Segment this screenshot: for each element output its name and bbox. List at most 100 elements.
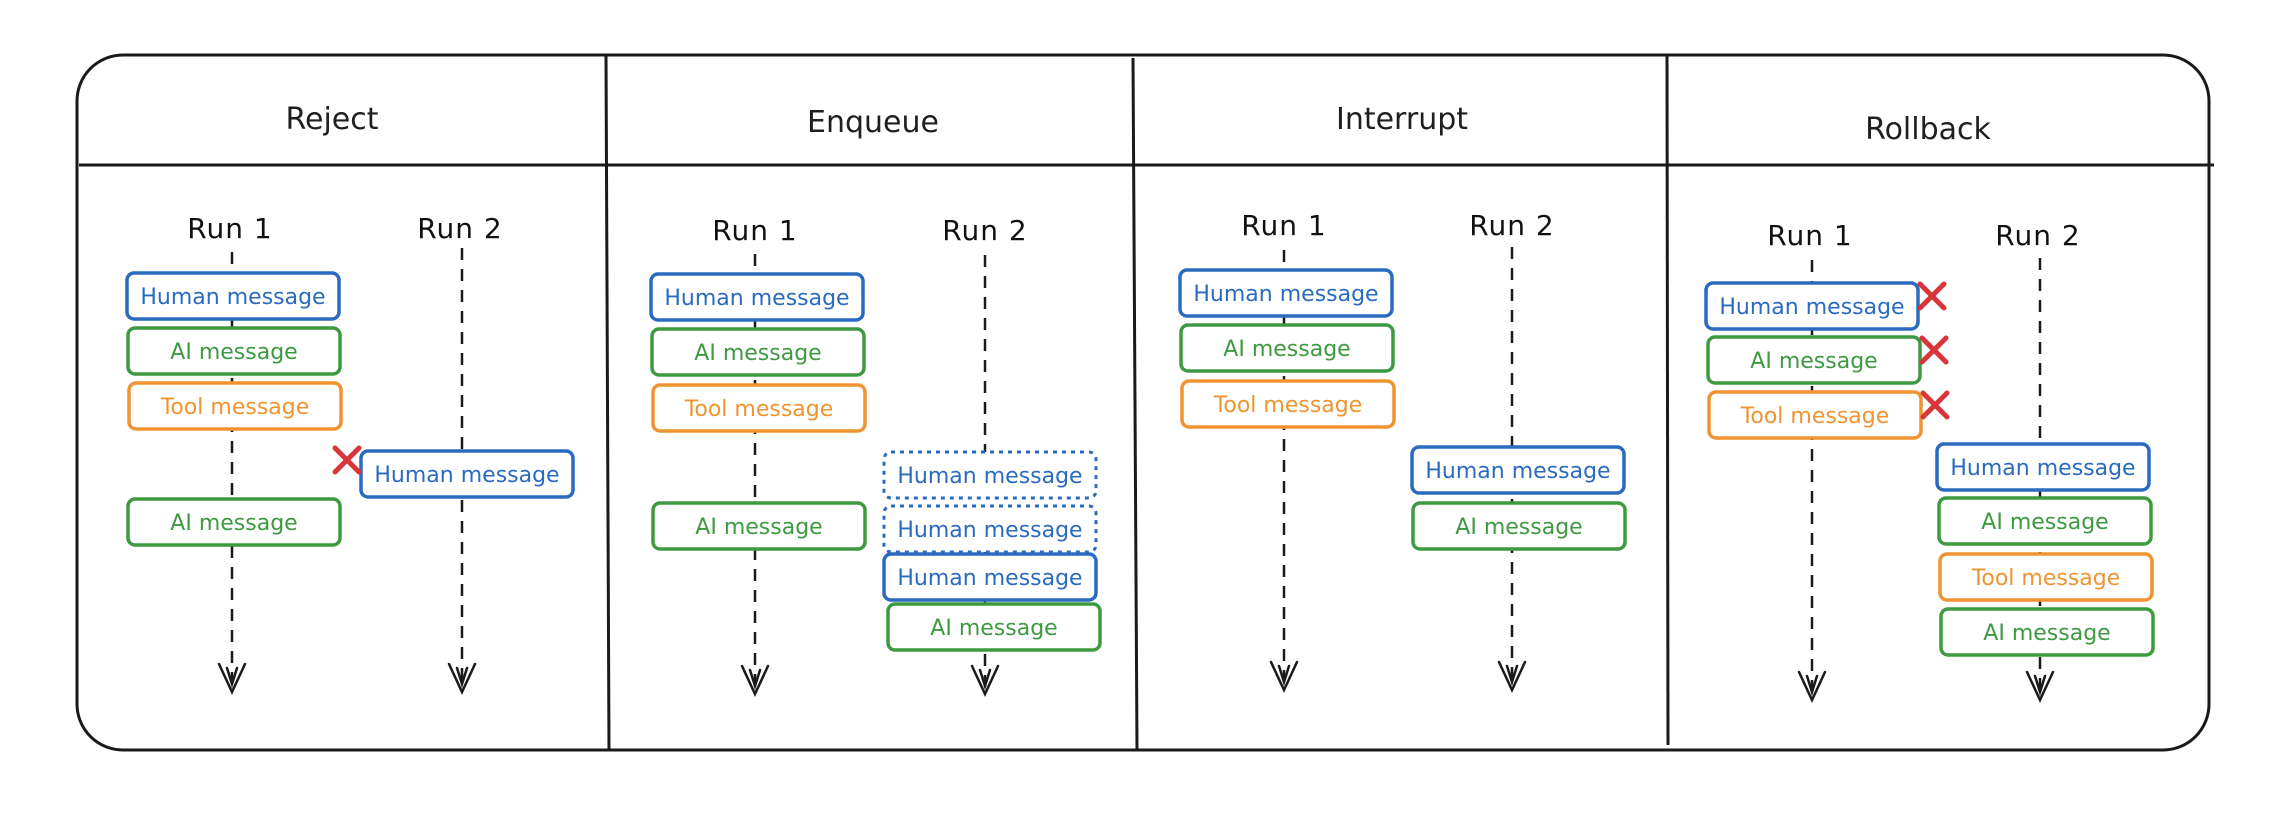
tool-message-box: Tool message xyxy=(1707,390,1923,440)
reject-x-icon xyxy=(1917,281,1947,311)
message-text: AI message xyxy=(1455,515,1582,540)
message-box-outline xyxy=(649,272,865,322)
human-message-box: Human message xyxy=(882,504,1098,554)
tool-message-box: Tool message xyxy=(127,381,343,431)
ai-message-box: AI message xyxy=(886,602,1102,652)
message-box-outline xyxy=(1937,496,2153,546)
message-text: Human message xyxy=(374,463,559,488)
message-text: AI message xyxy=(1981,510,2108,535)
timeline-arrowhead xyxy=(447,662,477,695)
human-message-box: Human message xyxy=(125,271,341,321)
message-text: AI message xyxy=(1750,349,1877,374)
column-divider xyxy=(1665,54,1670,746)
human-message-box: Human message xyxy=(1178,268,1394,318)
message-box-outline xyxy=(1178,268,1394,318)
human-message-box: Human message xyxy=(1704,281,1920,331)
message-text: Human message xyxy=(664,286,849,311)
reject-x-icon xyxy=(1920,390,1950,420)
message-text: AI message xyxy=(930,616,1057,641)
message-box-outline xyxy=(650,327,866,377)
message-box-outline xyxy=(1939,607,2155,657)
message-box-outline xyxy=(882,450,1098,500)
message-box-outline xyxy=(1935,442,2151,492)
run-label: Run 2 xyxy=(1995,219,2080,252)
message-text: AI message xyxy=(170,511,297,536)
message-box-outline xyxy=(651,501,867,551)
column-divider xyxy=(604,54,611,751)
message-text: Tool message xyxy=(684,397,834,422)
run-label: Run 2 xyxy=(942,214,1027,247)
timeline-arrowhead xyxy=(740,664,770,697)
column-divider xyxy=(1131,57,1139,751)
message-box-outline xyxy=(126,497,342,547)
message-box-outline xyxy=(651,383,867,433)
human-message-box: Human message xyxy=(1935,442,2151,492)
message-box-outline xyxy=(1706,335,1922,385)
reject-x-stroke xyxy=(1917,281,1947,311)
message-text: AI message xyxy=(694,341,821,366)
message-text: Human message xyxy=(1719,295,1904,320)
message-box-outline xyxy=(1411,501,1627,551)
human-message-box: Human message xyxy=(649,272,865,322)
message-text: Human message xyxy=(1425,459,1610,484)
ai-message-box: AI message xyxy=(1179,323,1395,373)
run-label: Run 1 xyxy=(187,212,272,245)
message-text: AI message xyxy=(1983,621,2110,646)
message-box-outline xyxy=(126,326,342,376)
ai-message-box: AI message xyxy=(126,497,342,547)
panel-title-rollback: Rollback xyxy=(1865,112,1991,147)
ai-message-box: AI message xyxy=(651,501,867,551)
reject-marks xyxy=(332,281,1950,475)
message-box-outline xyxy=(1707,390,1923,440)
panel-title-reject: Reject xyxy=(285,102,378,137)
message-text: AI message xyxy=(695,515,822,540)
message-text: Human message xyxy=(140,285,325,310)
reject-x-stroke xyxy=(332,445,362,475)
timeline-arrowhead xyxy=(1497,660,1527,693)
timeline-arrowhead xyxy=(2025,670,2055,703)
ai-message-box: AI message xyxy=(1939,607,2155,657)
timeline-arrowhead xyxy=(217,662,247,695)
message-text: Human message xyxy=(897,464,1082,489)
diagram-frame xyxy=(75,53,2211,752)
ai-message-box: AI message xyxy=(1706,335,1922,385)
run-label: Run 1 xyxy=(712,214,797,247)
tool-message-box: Tool message xyxy=(651,383,867,433)
message-box-outline xyxy=(1180,379,1396,429)
run-label: Run 2 xyxy=(1469,209,1554,242)
message-text: Human message xyxy=(1193,282,1378,307)
message-text: Tool message xyxy=(160,395,310,420)
message-text: Human message xyxy=(1950,456,2135,481)
run-label: Run 1 xyxy=(1767,219,1852,252)
reject-x-stroke xyxy=(1919,335,1949,365)
ai-message-box: AI message xyxy=(126,326,342,376)
panel-title-enqueue: Enqueue xyxy=(807,105,939,140)
message-text: Human message xyxy=(897,566,1082,591)
ai-message-box: AI message xyxy=(1411,501,1627,551)
tool-message-box: Tool message xyxy=(1180,379,1396,429)
message-box-outline xyxy=(1410,445,1626,495)
message-box-outline xyxy=(127,381,343,431)
ai-message-box: AI message xyxy=(650,327,866,377)
panel-title-interrupt: Interrupt xyxy=(1336,102,1468,137)
message-text: Tool message xyxy=(1971,566,2121,591)
timeline-arrowhead xyxy=(1797,670,1827,703)
message-text: AI message xyxy=(1223,337,1350,362)
message-text: Human message xyxy=(897,518,1082,543)
run-label: Run 1 xyxy=(1241,209,1326,242)
message-box-outline xyxy=(886,602,1102,652)
timeline-arrowhead xyxy=(1269,660,1299,693)
message-box-outline xyxy=(125,271,341,321)
reject-x-icon xyxy=(332,445,362,475)
human-message-box: Human message xyxy=(882,552,1098,602)
reject-x-icon xyxy=(1919,335,1949,365)
message-text: Tool message xyxy=(1740,404,1890,429)
message-box-outline xyxy=(1179,323,1395,373)
message-text: Tool message xyxy=(1213,393,1363,418)
run-label: Run 2 xyxy=(417,212,502,245)
ai-message-box: AI message xyxy=(1937,496,2153,546)
human-message-box: Human message xyxy=(1410,445,1626,495)
timeline-arrowhead xyxy=(970,664,1000,697)
